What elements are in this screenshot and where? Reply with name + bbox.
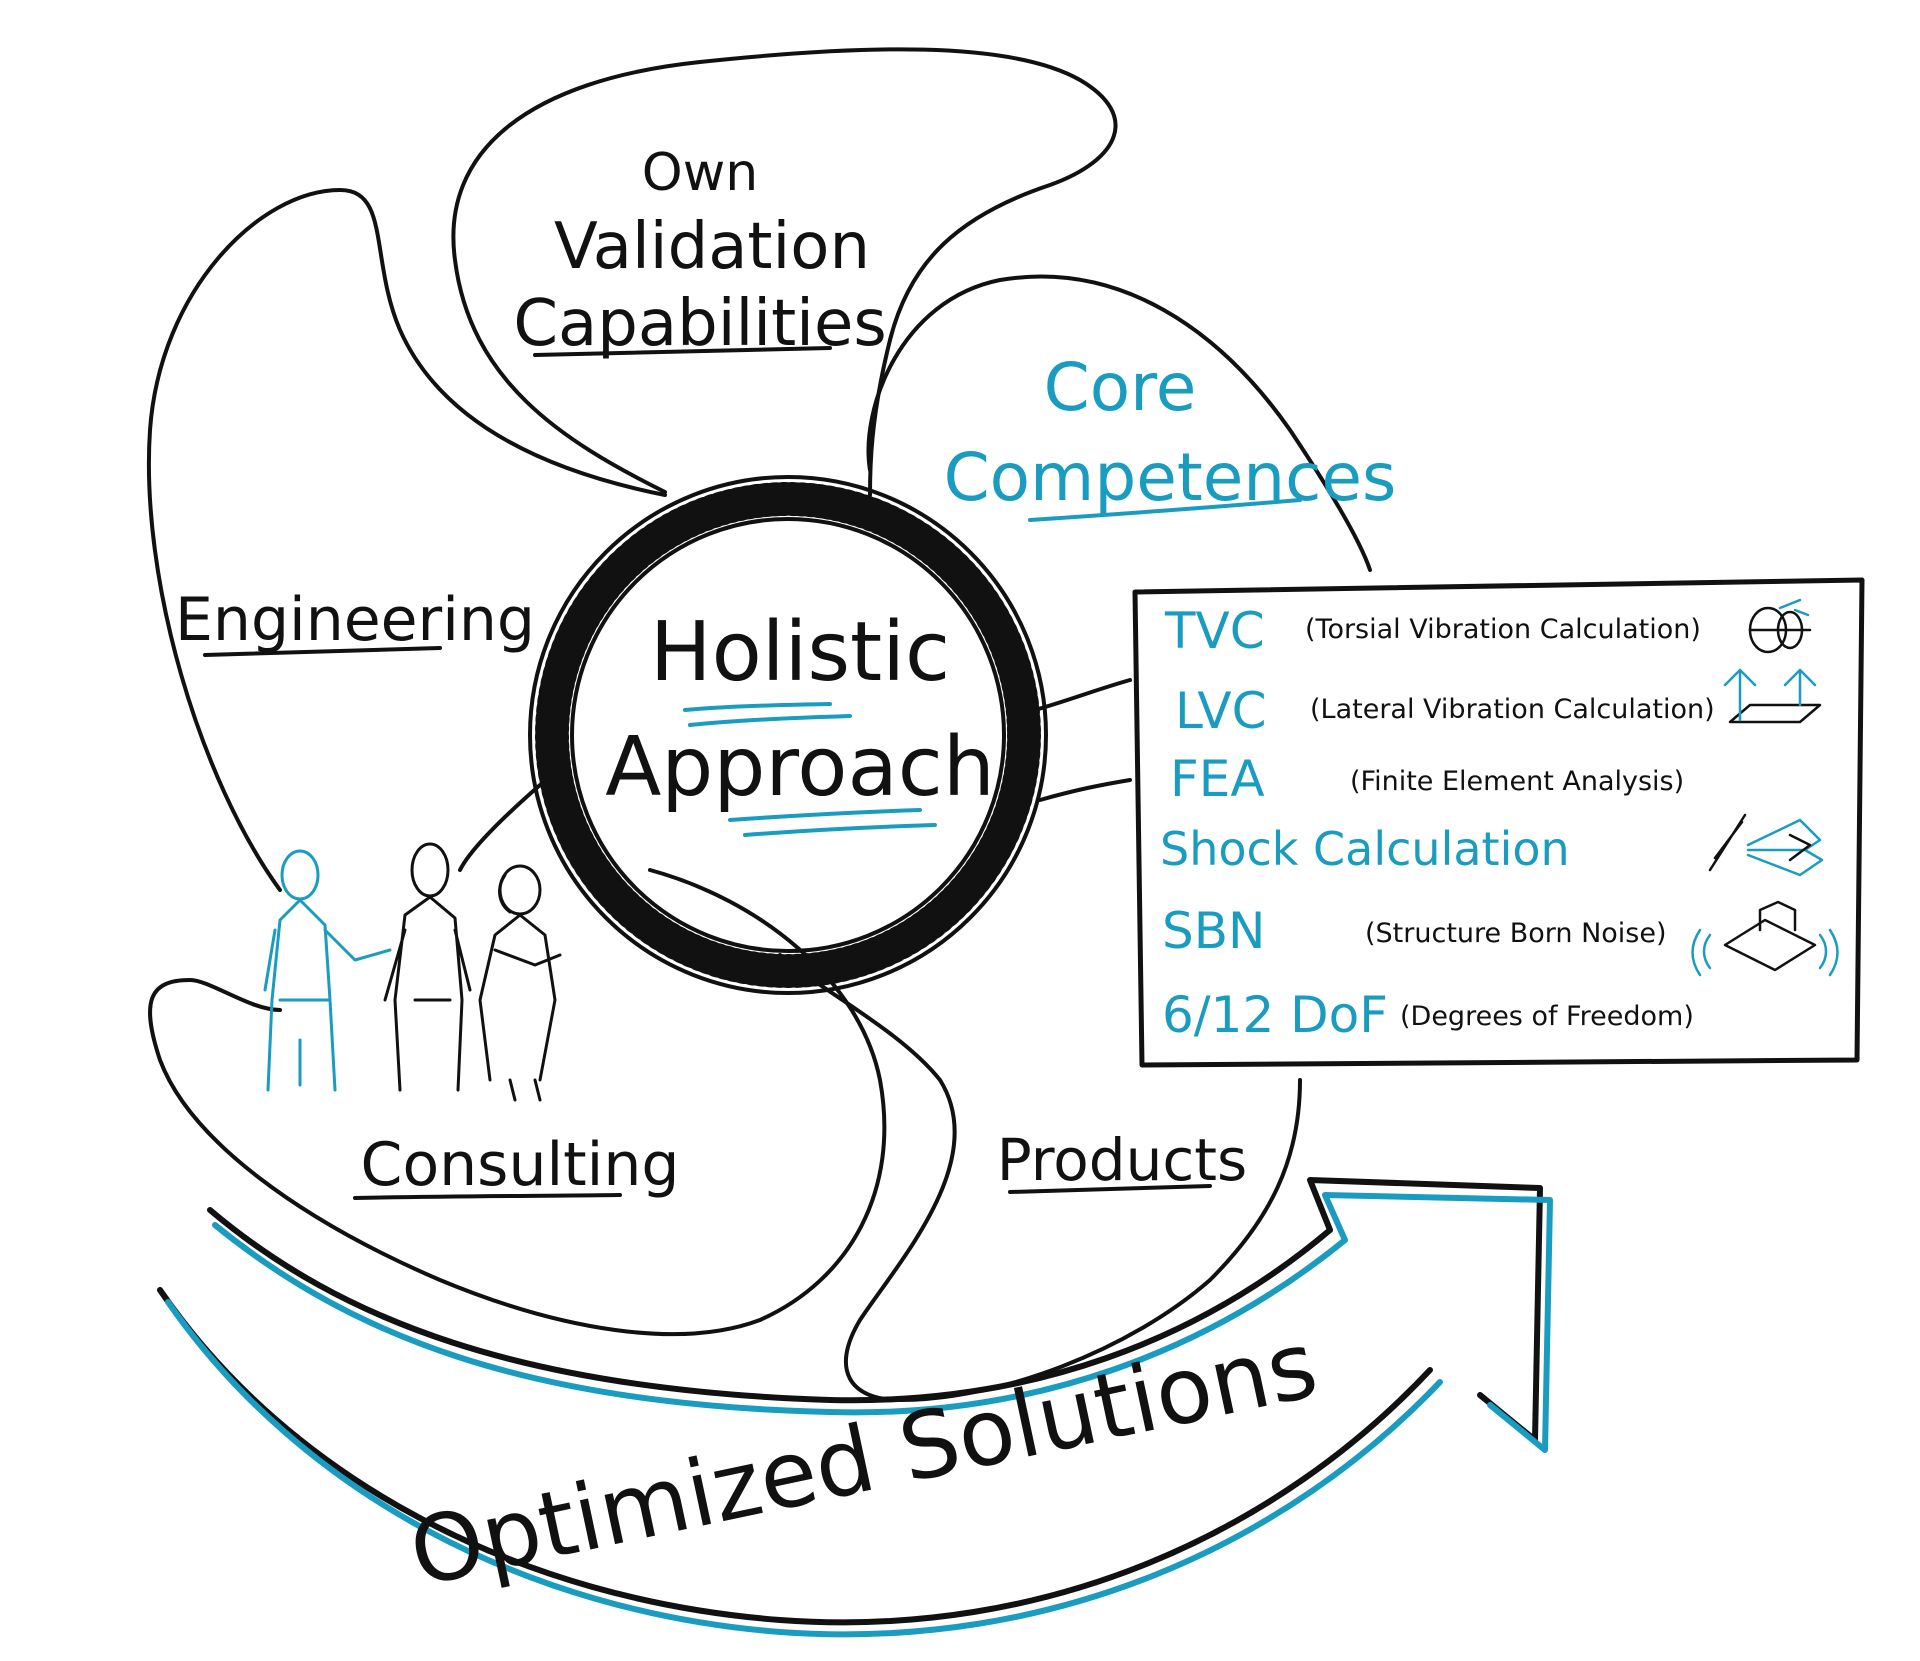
blade-products	[778, 953, 1302, 1402]
lateral-vibration-icon	[1723, 668, 1822, 724]
competences-box-border	[1132, 577, 1865, 1068]
hub-hatched-ring	[535, 482, 1041, 988]
competence-dof-abbr: 6/12 DoF	[1162, 986, 1388, 1044]
core-underline	[1028, 498, 1302, 522]
blade-validation	[451, 47, 1118, 497]
competence-tvc-desc: (Torsial Vibration Calculation)	[1305, 614, 1701, 645]
core-label-line1: Core	[1044, 349, 1197, 426]
woman-figure	[478, 864, 562, 1102]
hub-underline-2	[688, 714, 852, 727]
competence-tvc-abbr: TVC	[1164, 602, 1265, 660]
competence-shock-abbr: Shock Calculation	[1160, 822, 1570, 876]
hub-title-line2: Approach	[605, 720, 995, 815]
consulting-label: Consulting	[361, 1130, 680, 1200]
competence-sbn-abbr: SBN	[1162, 902, 1265, 960]
competence-sbn-desc: (Structure Born Noise)	[1365, 918, 1667, 949]
consulting-underline	[353, 1193, 622, 1200]
man-figure	[383, 842, 472, 1092]
hub-title-line1: Holistic	[650, 605, 950, 700]
competence-lvc-desc: (Lateral Vibration Calculation)	[1310, 694, 1715, 725]
blade-core	[866, 274, 1372, 572]
blade-consulting	[148, 783, 887, 1337]
core-label-line2: Competences	[944, 439, 1397, 516]
hub-inner-ring	[570, 517, 1006, 953]
arrow-bottom-edge-accent	[165, 1299, 1443, 1638]
arrow-bottom-edge	[157, 1287, 1433, 1626]
arrow-top-edge-accent	[212, 1192, 1553, 1453]
hub-underline-1	[683, 702, 832, 712]
products-underline	[1008, 1184, 1212, 1194]
center-hub: Holistic Approach	[528, 475, 1048, 995]
competence-rows: TVC (Torsial Vibration Calculation) LVC …	[1160, 602, 1715, 1044]
products-label: Products	[997, 1126, 1247, 1194]
consultants-sketch	[263, 842, 562, 1102]
connector-top	[1033, 678, 1132, 712]
competence-lvc-abbr: LVC	[1175, 682, 1266, 740]
engineering-label: Engineering	[175, 585, 535, 655]
competence-dof-desc: (Degrees of Freedom)	[1400, 1001, 1694, 1032]
connector-bottom	[1038, 778, 1132, 802]
validation-label-line1: Own	[642, 143, 758, 203]
engineering-underline	[203, 646, 442, 657]
propeller-blades	[146, 47, 1372, 1402]
blade-labels: Own Validation Capabilities Core Compete…	[175, 143, 1396, 1200]
blade-engineering	[146, 188, 667, 892]
competence-fea-abbr: FEA	[1170, 750, 1265, 808]
hub-underline-4	[743, 823, 937, 837]
arrow-top-edge	[207, 1177, 1543, 1443]
noise-icon	[1691, 900, 1839, 977]
shock-icon	[1708, 813, 1824, 877]
hub-outer-ring	[528, 475, 1048, 995]
validation-label-line2: Validation	[554, 210, 870, 284]
presenter-figure	[263, 849, 392, 1092]
competences-box: TVC (Torsial Vibration Calculation) LVC …	[1132, 577, 1865, 1068]
validation-underline	[533, 346, 832, 357]
torsion-icon	[1748, 598, 1812, 654]
competence-fea-desc: (Finite Element Analysis)	[1350, 766, 1684, 797]
hub-underline-3	[728, 808, 922, 822]
